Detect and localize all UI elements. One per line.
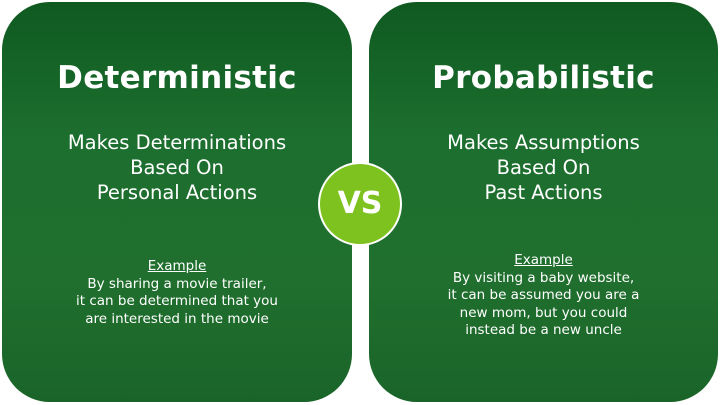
deterministic-example-line: are interested in the movie [85,310,269,327]
probabilistic-example-line: By visiting a baby website, [452,269,635,286]
deterministic-description-line: Based On [130,156,224,179]
deterministic-description: Makes Determinations Based On Personal A… [2,130,352,205]
deterministic-example-line: By sharing a movie trailer, [87,275,267,292]
deterministic-description-line: Makes Determinations [67,131,287,154]
probabilistic-panel: Probabilistic Makes Assumptions Based On… [369,2,718,402]
vs-badge: VS [320,164,400,244]
probabilistic-example-label: Example [514,252,573,268]
deterministic-title: Deterministic [57,60,297,96]
probabilistic-description: Makes Assumptions Based On Past Actions [369,130,718,205]
probabilistic-example-line: new mom, but you could [459,304,628,321]
probabilistic-description-line: Past Actions [484,181,603,204]
deterministic-example-label: Example [147,258,207,274]
deterministic-example-line: it can be determined that you [76,293,278,309]
probabilistic-example-line: it can be assumed you are a [447,287,640,303]
deterministic-panel: Deterministic Makes Determinations Based… [2,2,352,402]
probabilistic-example: Example By visiting a baby website, it c… [369,252,718,340]
probabilistic-example-line: instead be a new uncle [465,322,622,338]
deterministic-example: Example By sharing a movie trailer, it c… [2,258,352,328]
probabilistic-title: Probabilistic [432,60,655,96]
probabilistic-description-line: Makes Assumptions [447,131,640,154]
deterministic-description-line: Personal Actions [96,181,258,204]
probabilistic-description-line: Based On [496,156,591,179]
